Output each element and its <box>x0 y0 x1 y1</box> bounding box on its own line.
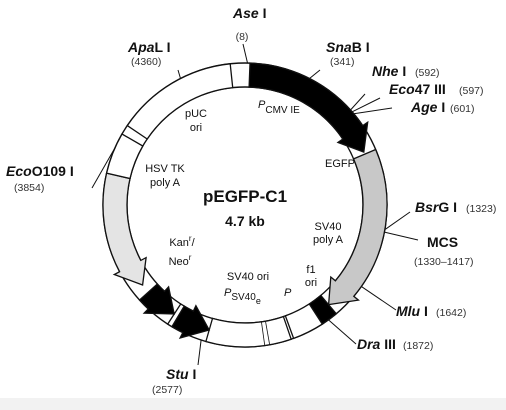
site-bsrg-label: BsrG I <box>415 199 457 215</box>
f1-ori-divider <box>265 321 271 345</box>
neo-label: Neor <box>169 253 192 268</box>
site-ase-position: (8) <box>236 31 249 43</box>
kan-label: Kanr/ <box>169 234 195 249</box>
site-eco0109-position: (3854) <box>14 182 44 194</box>
tick-ase <box>242 43 248 64</box>
sv40-polya-label-1: SV40 <box>315 221 342 233</box>
site-mlu-position: (1642) <box>436 307 466 319</box>
pcmv-label: PCMV IE <box>258 99 300 116</box>
p-label: P <box>284 287 292 299</box>
tick-dra <box>328 319 357 345</box>
puc-ori-label-1: pUC <box>185 108 207 120</box>
mcs-label: MCS <box>427 234 458 250</box>
pcmv-arrow <box>248 62 369 153</box>
site-nhe-position: (592) <box>415 67 440 79</box>
tick-mcs <box>384 231 419 241</box>
site-age-label: Age I <box>410 99 445 115</box>
psv40e-arrow <box>138 283 176 315</box>
hsv-tk-label-1: HSV TK <box>145 163 185 175</box>
bottom-strip <box>0 398 506 405</box>
site-eco0109-label: EcoO109 I <box>6 163 74 179</box>
site-snab-label: SnaB I <box>326 39 370 55</box>
site-dra-label: Dra III <box>357 336 396 352</box>
psv40e-label: PSV40e <box>224 287 261 306</box>
egfp-label: EGFP <box>325 158 355 170</box>
site-snab-position: (341) <box>330 56 355 68</box>
site-eco47-position: (597) <box>459 85 484 97</box>
site-dra-position: (1872) <box>403 340 433 352</box>
site-stu-label: Stu I <box>166 366 196 382</box>
site-apal-position: (4360) <box>131 56 161 68</box>
tick-eco0109 <box>91 146 116 189</box>
hsv-tk-label-2: poly A <box>150 177 181 189</box>
f1-ori-divider <box>261 321 266 346</box>
site-stu-position: (2577) <box>152 384 182 396</box>
f1-ori-label-1: f1 <box>306 264 315 276</box>
tick-stu <box>197 340 202 366</box>
tick-eco47 <box>351 97 381 113</box>
tick-apal <box>177 69 181 79</box>
sv40-ori-label: SV40 ori <box>227 271 269 283</box>
plasmid-name: pEGFP-C1 <box>203 187 287 206</box>
site-eco47-label: Eco47 III <box>389 81 446 97</box>
tick-mlu <box>361 285 397 311</box>
sv40-polya-label-2: poly A <box>313 234 344 246</box>
tick-bsrg <box>384 211 411 231</box>
tick-age <box>353 107 393 115</box>
site-nhe-label: Nhe I <box>372 63 406 79</box>
sv40-ori-box <box>166 303 186 328</box>
plasmid-size: 4.7 kb <box>225 213 265 229</box>
hsv-tk-box <box>105 133 144 180</box>
puc-ori-box <box>126 63 234 140</box>
tick-snab <box>309 69 321 79</box>
puc-ori-label-2: ori <box>190 122 202 134</box>
site-apal-label: ApaL I <box>127 39 171 55</box>
site-ase-label: Ase I <box>232 5 266 21</box>
site-bsrg-position: (1323) <box>466 203 496 215</box>
site-age-position: (601) <box>450 103 475 115</box>
site-mlu-label: Mlu I <box>396 303 428 319</box>
f1-ori-label-2: ori <box>305 277 317 289</box>
tick-nhe <box>350 93 366 111</box>
mcs-position: (1330–1417) <box>414 256 474 268</box>
sv40-polya-box <box>284 303 324 340</box>
